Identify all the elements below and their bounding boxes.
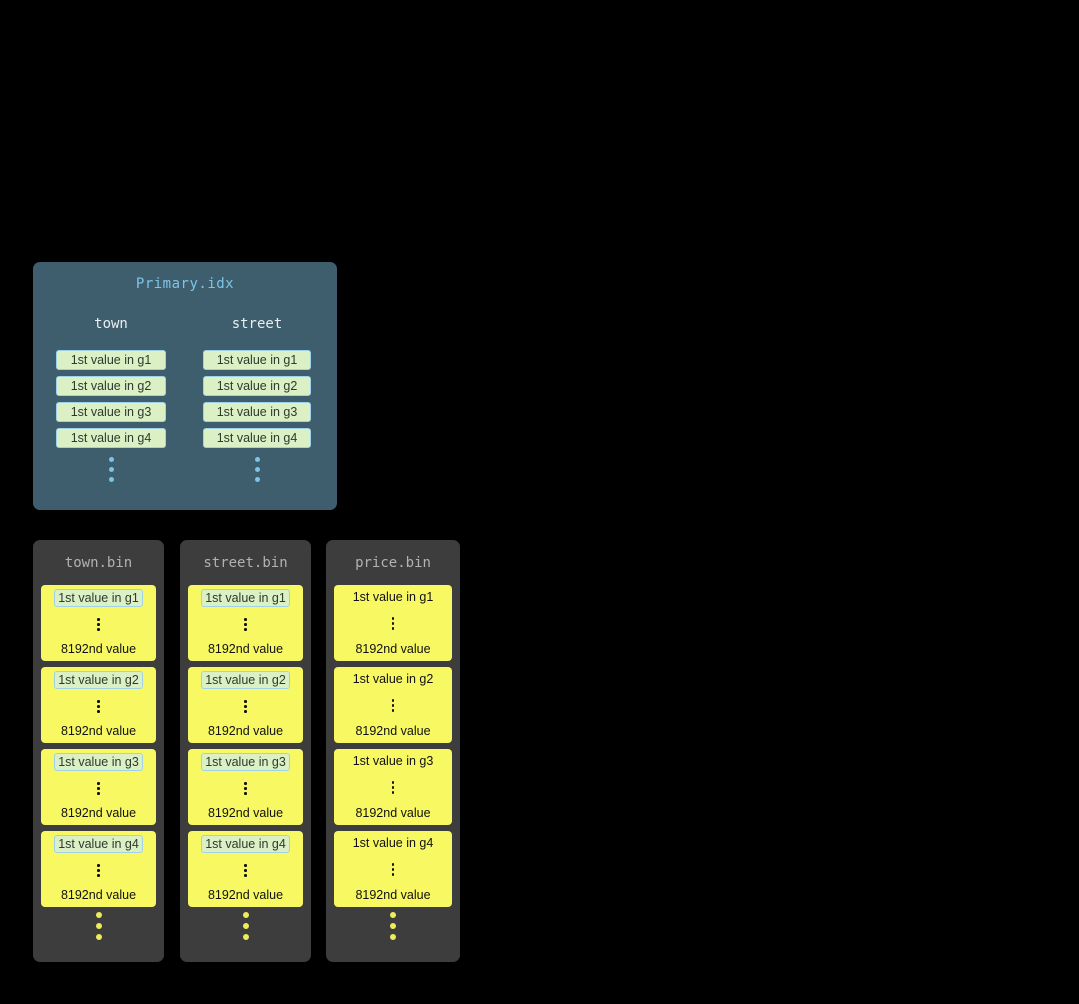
granule-last-value: 8192nd value <box>207 806 284 820</box>
granule-block-g2: 1st value in g2 8192nd value <box>188 667 303 743</box>
granule-last-value: 8192nd value <box>60 724 137 738</box>
ellipsis-dots <box>391 699 395 712</box>
granule-last-value: 8192nd value <box>207 642 284 656</box>
ellipsis-dots <box>56 457 166 482</box>
bin-file-title: price.bin <box>355 555 431 571</box>
granule-first-value: 1st value in g4 <box>352 836 434 850</box>
primary-column-town: town 1st value in g1 1st value in g2 1st… <box>56 314 166 482</box>
granule-first-value: 1st value in g1 <box>352 590 434 604</box>
index-mark: 1st value in g4 <box>203 428 311 448</box>
primary-index-panel: Primary.idx town 1st value in g1 1st val… <box>33 262 337 510</box>
granule-block-g1: 1st value in g1 8192nd value <box>41 585 156 661</box>
bin-file-panel-street: street.bin 1st value in g1 8192nd value … <box>180 540 311 962</box>
ellipsis-dots <box>203 457 311 482</box>
granule-block-g1: 1st value in g1 8192nd value <box>334 585 452 661</box>
index-mark: 1st value in g3 <box>56 402 166 422</box>
granule-first-value: 1st value in g1 <box>54 589 143 607</box>
granule-block-g4: 1st value in g4 8192nd value <box>334 831 452 907</box>
index-mark: 1st value in g2 <box>56 376 166 396</box>
granule-block-g2: 1st value in g2 8192nd value <box>334 667 452 743</box>
ellipsis-dots <box>326 912 460 940</box>
granule-block-g3: 1st value in g3 8192nd value <box>334 749 452 825</box>
bin-file-panel-town: town.bin 1st value in g1 8192nd value 1s… <box>33 540 164 962</box>
ellipsis-dots <box>244 782 247 795</box>
granule-last-value: 8192nd value <box>355 724 431 738</box>
granule-last-value: 8192nd value <box>355 806 431 820</box>
ellipsis-dots <box>180 912 311 940</box>
index-mark: 1st value in g1 <box>203 350 311 370</box>
ellipsis-dots <box>391 863 395 876</box>
ellipsis-dots <box>391 617 395 630</box>
ellipsis-dots <box>244 618 247 631</box>
ellipsis-dots <box>244 700 247 713</box>
bin-file-panel-price: price.bin 1st value in g1 8192nd value 1… <box>326 540 460 962</box>
granule-last-value: 8192nd value <box>355 642 431 656</box>
ellipsis-dots <box>391 781 395 794</box>
granule-first-value: 1st value in g3 <box>54 753 143 771</box>
ellipsis-dots <box>97 864 100 877</box>
granule-block-g3: 1st value in g3 8192nd value <box>41 749 156 825</box>
granule-block-g4: 1st value in g4 8192nd value <box>41 831 156 907</box>
granule-last-value: 8192nd value <box>60 806 137 820</box>
index-mark: 1st value in g1 <box>56 350 166 370</box>
granule-block-g1: 1st value in g1 8192nd value <box>188 585 303 661</box>
index-mark: 1st value in g2 <box>203 376 311 396</box>
ellipsis-dots <box>244 864 247 877</box>
index-mark: 1st value in g4 <box>56 428 166 448</box>
granule-first-value: 1st value in g4 <box>54 835 143 853</box>
granule-last-value: 8192nd value <box>207 888 284 902</box>
granule-last-value: 8192nd value <box>60 888 137 902</box>
ellipsis-dots <box>97 618 100 631</box>
ellipsis-dots <box>97 782 100 795</box>
column-header-town: town <box>94 316 128 332</box>
granule-block-g3: 1st value in g3 8192nd value <box>188 749 303 825</box>
index-mark: 1st value in g3 <box>203 402 311 422</box>
granule-first-value: 1st value in g3 <box>352 754 434 768</box>
granule-first-value: 1st value in g3 <box>201 753 290 771</box>
bin-file-title: town.bin <box>64 555 133 571</box>
primary-index-title: Primary.idx <box>135 276 235 292</box>
column-header-street: street <box>231 316 283 332</box>
granule-first-value: 1st value in g1 <box>201 589 290 607</box>
granule-first-value: 1st value in g2 <box>54 671 143 689</box>
primary-column-street: street 1st value in g1 1st value in g2 1… <box>203 314 311 482</box>
ellipsis-dots <box>33 912 164 940</box>
granule-block-g2: 1st value in g2 8192nd value <box>41 667 156 743</box>
bin-file-title: street.bin <box>203 555 288 571</box>
granule-last-value: 8192nd value <box>60 642 137 656</box>
granule-first-value: 1st value in g2 <box>352 672 434 686</box>
ellipsis-dots <box>97 700 100 713</box>
granule-last-value: 8192nd value <box>355 888 431 902</box>
granule-last-value: 8192nd value <box>207 724 284 738</box>
granule-block-g4: 1st value in g4 8192nd value <box>188 831 303 907</box>
granule-first-value: 1st value in g4 <box>201 835 290 853</box>
granule-first-value: 1st value in g2 <box>201 671 290 689</box>
